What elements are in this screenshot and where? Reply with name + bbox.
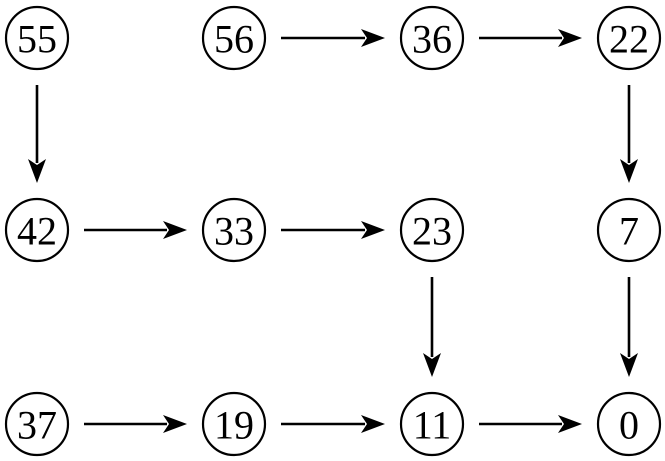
node-42: 42	[4, 197, 70, 263]
node-55: 55	[4, 5, 70, 71]
node-label: 0	[619, 403, 639, 448]
arrowhead	[361, 221, 385, 239]
arrowhead	[620, 159, 638, 183]
node-label: 56	[214, 17, 254, 62]
node-label: 7	[619, 209, 639, 254]
node-label: 22	[609, 17, 649, 62]
node-circle	[596, 5, 662, 71]
edge-11-to-0	[479, 415, 582, 433]
node-circle	[4, 391, 70, 457]
edge-55-to-42	[28, 85, 46, 183]
node-circle	[399, 197, 465, 263]
node-circle	[399, 5, 465, 71]
arrowhead	[361, 415, 385, 433]
arrowhead	[163, 221, 187, 239]
edge-36-to-22	[479, 29, 582, 47]
node-0: 0	[596, 391, 662, 457]
node-23: 23	[399, 197, 465, 263]
arrowhead	[423, 353, 441, 377]
node-label: 42	[17, 209, 57, 254]
node-33: 33	[201, 197, 267, 263]
node-circle	[4, 5, 70, 71]
node-circle	[201, 5, 267, 71]
node-circle	[4, 197, 70, 263]
node-19: 19	[201, 391, 267, 457]
node-37: 37	[4, 391, 70, 457]
node-label: 37	[17, 403, 57, 448]
edge-37-to-19	[84, 415, 187, 433]
edge-22-to-7	[620, 85, 638, 183]
arrowhead	[558, 415, 582, 433]
node-circle	[201, 391, 267, 457]
node-36: 36	[399, 5, 465, 71]
node-56: 56	[201, 5, 267, 71]
arrowhead	[558, 29, 582, 47]
edge-42-to-33	[84, 221, 187, 239]
node-circle	[201, 197, 267, 263]
node-7: 7	[596, 197, 662, 263]
arrowhead	[28, 159, 46, 183]
nodes-layer: 55 56 36 22 42 33 23 7 37 19 11 0	[4, 5, 662, 457]
node-label: 55	[17, 17, 57, 62]
node-label: 36	[412, 17, 452, 62]
node-label: 33	[214, 209, 254, 254]
arrowhead	[163, 415, 187, 433]
edge-19-to-11	[281, 415, 385, 433]
node-22: 22	[596, 5, 662, 71]
node-circle	[596, 391, 662, 457]
edge-7-to-0	[620, 277, 638, 377]
edge-23-to-11	[423, 277, 441, 377]
edges-layer	[28, 29, 638, 433]
node-11: 11	[399, 391, 465, 457]
arrowhead	[620, 353, 638, 377]
node-circle	[596, 197, 662, 263]
arrowhead	[361, 29, 385, 47]
edge-33-to-23	[281, 221, 385, 239]
node-label: 11	[413, 403, 452, 448]
node-circle	[399, 391, 465, 457]
node-label: 19	[214, 403, 254, 448]
edge-56-to-36	[281, 29, 385, 47]
node-label: 23	[412, 209, 452, 254]
